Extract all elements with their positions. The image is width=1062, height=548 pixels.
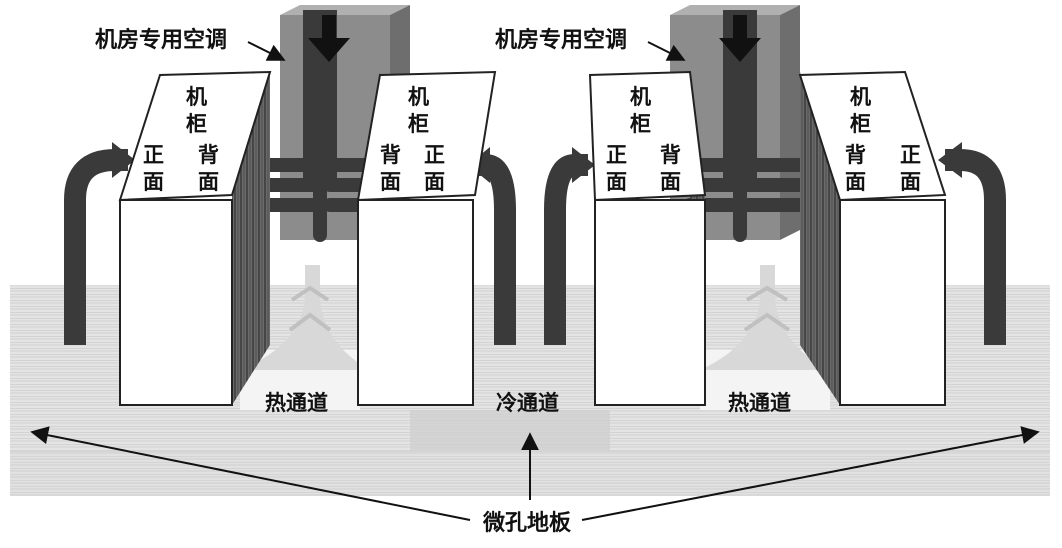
cabinet-3-labels: 机 柜 正 面 背 面 [606,85,681,194]
hot-aisle-left-label: 热通道 [265,391,328,415]
cabinet-4-labels: 机 柜 背 面 正 面 [845,85,921,194]
cabinet-3-name-top: 机 [630,85,651,109]
cold-air-arc-far-right [938,142,1006,345]
cabinet-3-right-bottom: 面 [660,170,681,194]
cabinet-1-name-top: 机 [186,85,207,109]
cabinet-3-left-top: 正 [606,143,627,167]
cabinet-1-labels: 机 柜 正 面 背 面 [143,85,219,194]
cabinet-4-left-bottom: 面 [845,170,866,194]
cabinet-1-right-top: 背 [198,143,219,167]
hot-aisle-right-label: 热通道 [728,391,791,415]
cabinet-2 [356,70,497,406]
cabinet-4-name-top: 机 [850,85,871,109]
cabinet-2-left-top: 背 [380,143,401,167]
cabinet-1-right-bottom: 面 [198,170,219,194]
cabinet-1 [118,70,272,406]
cabinet-2-right-top: 正 [424,143,445,167]
cabinet-3 [588,70,707,406]
cabinet-2-name-bottom: 柜 [408,112,429,136]
cabinet-2-right-bottom: 面 [424,170,445,194]
cabinet-4-right-top: 正 [900,143,921,167]
cabinet-3-right-top: 背 [660,143,681,167]
floor-leader-right [581,426,1040,521]
floor-leader-left [30,426,471,521]
cabinet-4-right-bottom: 面 [900,170,921,194]
cabinet-1-left-top: 正 [143,143,164,167]
cold-air-plume-left [240,265,370,370]
cabinet-1-name-bottom: 柜 [186,112,207,136]
cold-aisle-label: 冷通道 [496,391,559,415]
ac-right-leader [647,41,686,61]
cabinet-2-name-top: 机 [408,85,429,109]
ac-left-label: 机房专用空调 [95,27,227,53]
cabinet-2-labels: 机 柜 背 面 正 面 [380,85,445,194]
ac-right-label: 机房专用空调 [495,27,627,53]
cabinet-2-left-bottom: 面 [380,170,401,194]
cabinet-1-left-bottom: 面 [143,170,164,194]
cabinet-4 [798,70,947,406]
cabinet-3-left-bottom: 面 [606,170,627,194]
cabinet-3-name-bottom: 柜 [630,112,651,136]
cabinet-4-left-top: 背 [845,143,866,167]
ac-left-leader [247,41,286,61]
cold-air-arc-far-left [64,142,135,345]
perforated-floor-label: 微孔地板 [482,510,572,536]
cabinet-4-name-bottom: 柜 [850,112,871,136]
cold-air-arc-center-right [544,147,595,345]
cold-air-plume-right [700,265,830,370]
